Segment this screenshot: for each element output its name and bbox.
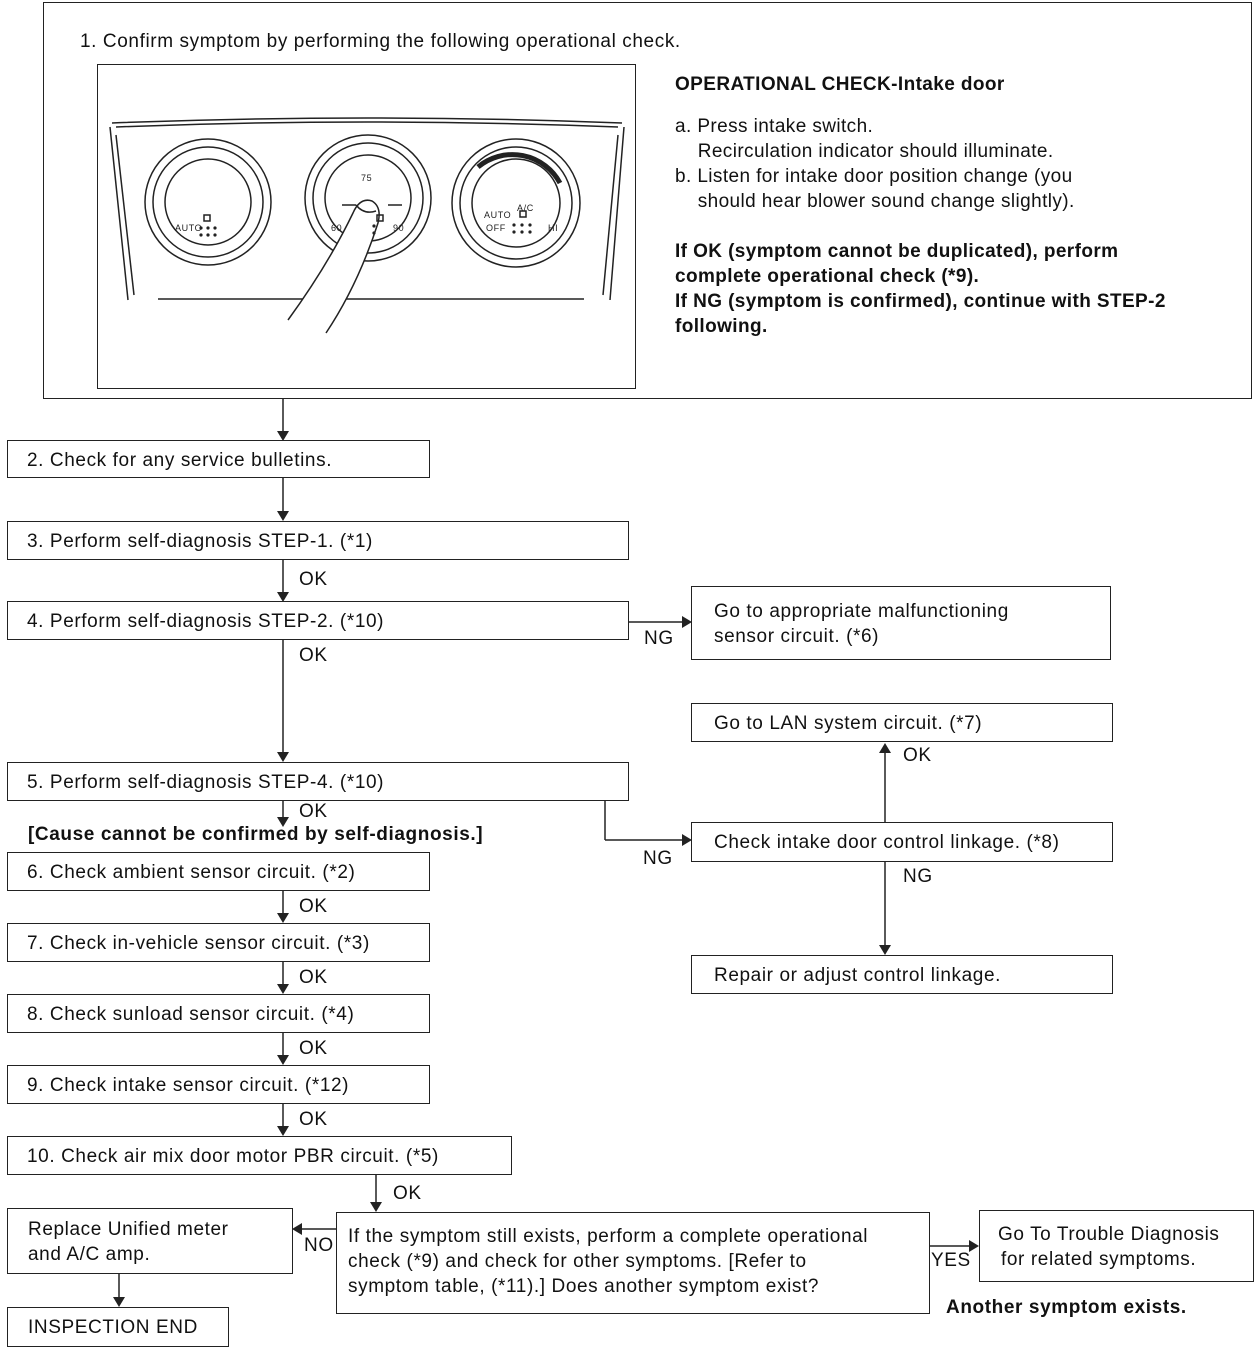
symptom-question-box: If the symptom still exists, perform a c…	[336, 1212, 930, 1314]
trouble-diagnosis-box: Go To Trouble Diagnosis for related symp…	[979, 1210, 1254, 1282]
result-line: If NG (symptom is confirmed), continue w…	[675, 291, 1166, 312]
inspection-end-box: INSPECTION END	[7, 1307, 229, 1347]
right-dial-ac: A/C	[517, 203, 534, 213]
step1-title: 1. Confirm symptom by performing the fol…	[80, 31, 681, 52]
result-line: complete operational check (*9).	[675, 266, 980, 287]
replace-meter-box: Replace Unified meter and A/C amp.	[7, 1208, 293, 1274]
control-panel-illustration: AUTO 75 60 90 AUTO A/C OFF HI	[97, 64, 636, 389]
ok-label: OK	[393, 1183, 422, 1204]
intake-linkage-box: Check intake door control linkage. (*8)	[691, 822, 1113, 862]
question-line-1: If the symptom still exists, perform a c…	[348, 1226, 869, 1247]
step-2-box: 2. Check for any service bulletins.	[7, 440, 430, 478]
ok-label: OK	[903, 745, 932, 766]
result-line: If OK (symptom cannot be duplicated), pe…	[675, 241, 1119, 262]
step-5-box: 5. Perform self-diagnosis STEP-4. (*10)	[7, 762, 629, 801]
step-4-box: 4. Perform self-diagnosis STEP-2. (*10)	[7, 601, 629, 640]
check-line: b. Listen for intake door position chang…	[675, 166, 1073, 187]
ok-label: OK	[299, 645, 328, 666]
check-line: should hear blower sound change slightly…	[675, 191, 1075, 212]
mid-dial-75: 75	[361, 173, 372, 183]
left-dial-auto: AUTO	[175, 223, 202, 233]
ok-label: OK	[299, 801, 328, 822]
question-line-3: symptom table, (*11).] Does another symp…	[348, 1276, 820, 1297]
malfunction-sensor-box: Go to appropriate malfunctioning sensor …	[691, 586, 1111, 660]
trouble-line-1: Go To Trouble Diagnosis	[998, 1224, 1220, 1245]
malfunction-line-1: Go to appropriate malfunctioning	[714, 601, 1009, 622]
trouble-line-2: for related symptoms.	[1001, 1249, 1197, 1270]
no-label: NO	[304, 1235, 334, 1256]
cause-note: [Cause cannot be confirmed by self-diagn…	[28, 824, 484, 845]
step-9-box: 9. Check intake sensor circuit. (*12)	[7, 1065, 430, 1104]
repair-linkage-box: Repair or adjust control linkage.	[691, 955, 1113, 994]
result-line: following.	[675, 316, 768, 337]
step-8-box: 8. Check sunload sensor circuit. (*4)	[7, 994, 430, 1033]
step-6-box: 6. Check ambient sensor circuit. (*2)	[7, 852, 430, 891]
right-dial-hi: HI	[548, 223, 558, 233]
operational-check-heading: OPERATIONAL CHECK-Intake door	[675, 74, 1005, 95]
ng-label: NG	[903, 866, 933, 887]
mid-dial-60: 60	[331, 223, 342, 233]
ok-label: OK	[299, 896, 328, 917]
malfunction-line-2: sensor circuit. (*6)	[714, 626, 880, 647]
ok-label: OK	[299, 569, 328, 590]
lan-system-box: Go to LAN system circuit. (*7)	[691, 703, 1113, 742]
mid-dial-90: 90	[393, 223, 404, 233]
question-line-2: check (*9) and check for other symptoms.…	[348, 1251, 807, 1272]
ok-label: OK	[299, 1038, 328, 1059]
right-dial-off: OFF	[486, 223, 506, 233]
ok-label: OK	[299, 967, 328, 988]
ng-label: NG	[644, 628, 674, 649]
another-symptom-note: Another symptom exists.	[946, 1297, 1187, 1318]
check-line: Recirculation indicator should illuminat…	[675, 141, 1054, 162]
step-10-box: 10. Check air mix door motor PBR circuit…	[7, 1136, 512, 1175]
ng-label: NG	[643, 848, 673, 869]
control-panel-drawing: AUTO 75 60 90 AUTO A/C OFF HI	[109, 117, 625, 334]
operational-check-text: OPERATIONAL CHECK-Intake door a. Press i…	[675, 72, 1166, 339]
right-dial-auto: AUTO	[484, 210, 511, 220]
step-3-box: 3. Perform self-diagnosis STEP-1. (*1)	[7, 521, 629, 560]
step-7-box: 7. Check in-vehicle sensor circuit. (*3)	[7, 923, 430, 962]
yes-label: YES	[931, 1250, 971, 1271]
check-line: a. Press intake switch.	[675, 116, 874, 137]
replace-line-1: Replace Unified meter	[28, 1219, 229, 1240]
replace-line-2: and A/C amp.	[28, 1244, 151, 1265]
ok-label: OK	[299, 1109, 328, 1130]
